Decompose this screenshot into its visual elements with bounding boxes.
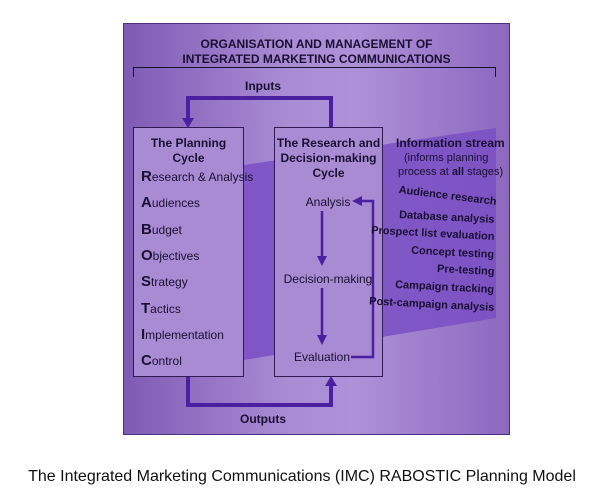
research-cycle-title-1: The Research and bbox=[276, 136, 381, 150]
planning-item: Strategy bbox=[141, 273, 188, 291]
header-line-2: INTEGRATED MARKETING COMMUNICATIONS bbox=[182, 52, 451, 66]
arrowhead-analysis bbox=[352, 196, 362, 206]
step-decision-making: Decision-making bbox=[283, 272, 373, 286]
arrow-evaluation-to-analysis bbox=[351, 199, 375, 359]
planning-item: Implementation bbox=[141, 325, 224, 343]
arrowhead-decision bbox=[317, 256, 327, 266]
planning-cycle-title: The Planning Cycle bbox=[150, 136, 227, 165]
outputs-label: Outputs bbox=[240, 412, 286, 426]
planning-item: Tactics bbox=[141, 299, 181, 317]
inputs-arrowhead bbox=[182, 118, 194, 128]
info-stream-sub-1: (informs planning bbox=[404, 152, 489, 164]
header-bracket bbox=[133, 67, 496, 77]
figure-caption: The Integrated Marketing Communications … bbox=[28, 468, 576, 485]
planning-cycle-box: The Planning Cycle bbox=[133, 127, 244, 377]
inputs-arrow bbox=[186, 96, 333, 127]
header-line-1: ORGANISATION AND MANAGEMENT OF bbox=[200, 37, 433, 51]
outputs-arrow bbox=[186, 377, 333, 407]
step-analysis: Analysis bbox=[305, 195, 351, 209]
planning-item: Budget bbox=[141, 220, 182, 238]
info-stream-title: Information stream bbox=[396, 136, 505, 150]
step-evaluation: Evaluation bbox=[293, 350, 351, 364]
research-cycle-title-2: Decision-making bbox=[280, 151, 377, 165]
planning-item: Control bbox=[141, 352, 182, 370]
inputs-label: Inputs bbox=[245, 79, 281, 93]
planning-item: Research & Analysis bbox=[141, 168, 254, 185]
arrowhead-evaluation bbox=[317, 335, 327, 345]
info-stream-sub-2: process at all stages) bbox=[398, 166, 504, 178]
planning-item: Objectives bbox=[141, 246, 200, 264]
research-cycle-title-3: Cycle bbox=[312, 166, 345, 180]
planning-item: Audiences bbox=[141, 194, 200, 212]
research-cycle-box: The Research and Decision-making Cycle bbox=[274, 127, 383, 377]
outputs-arrowhead bbox=[325, 376, 337, 386]
